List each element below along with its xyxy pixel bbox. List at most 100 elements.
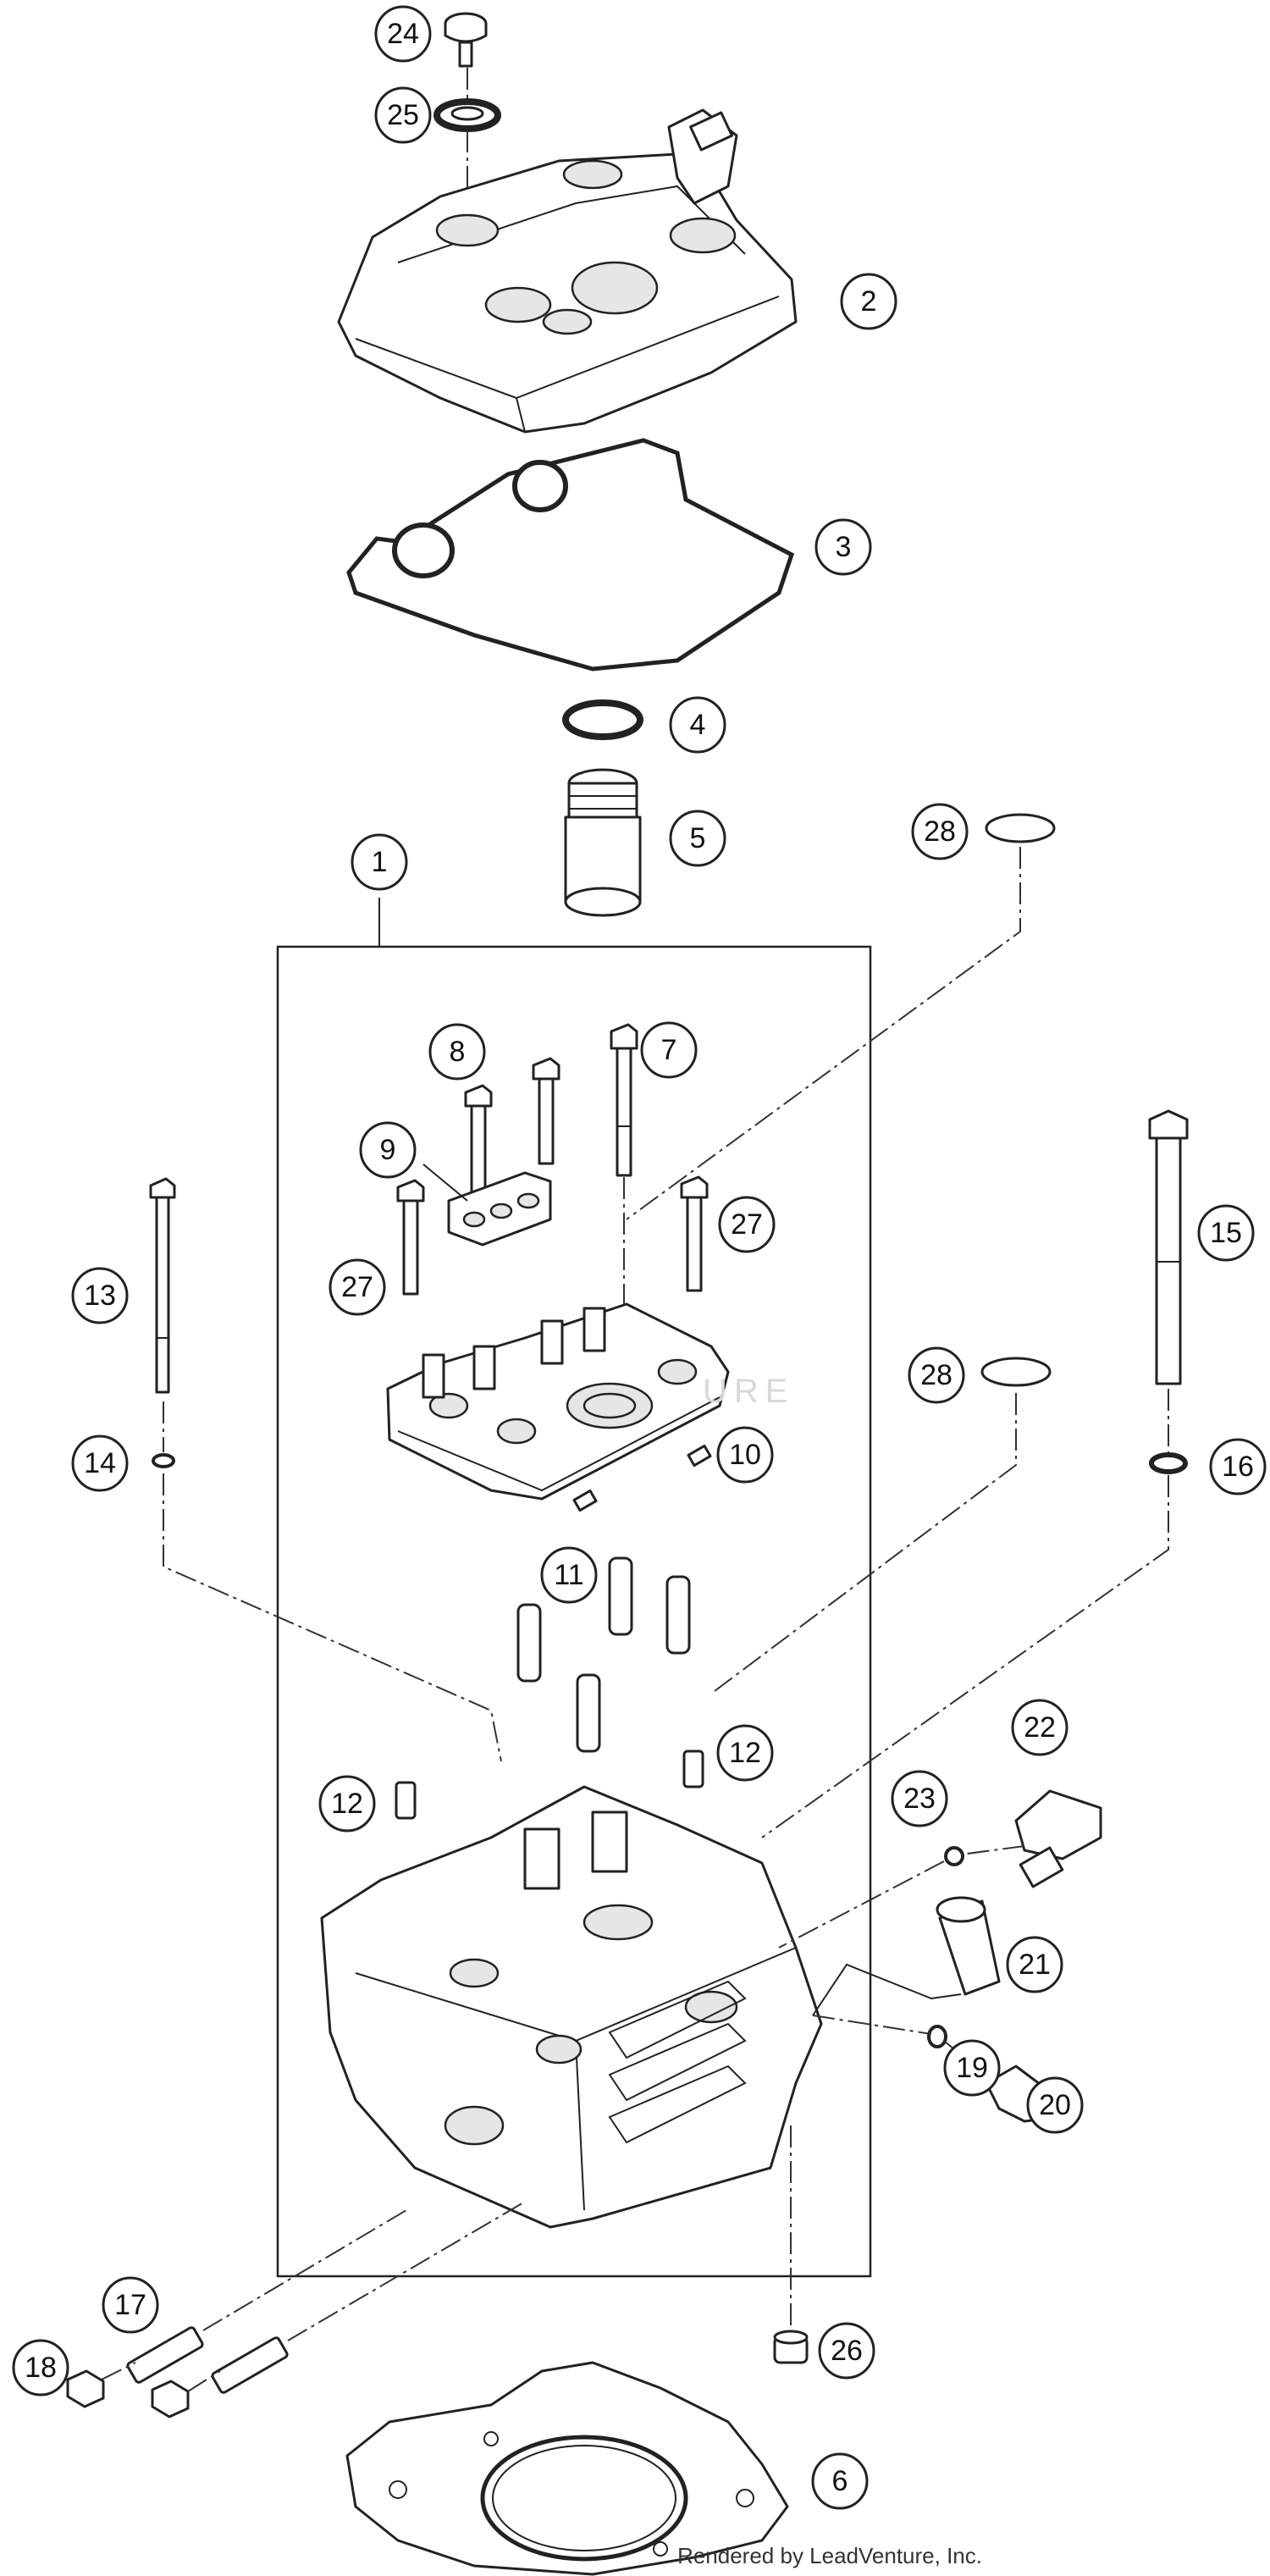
svg-text:5: 5 [690,822,706,854]
svg-text:22: 22 [1024,1711,1056,1744]
camshaft-carrier [386,1302,730,1501]
callout-6: 6 [811,2452,869,2510]
svg-text:28: 28 [924,815,956,848]
svg-text:11: 11 [554,1559,583,1591]
callout-19: 19 [943,2039,1001,2097]
svg-text:1: 1 [372,846,388,878]
callout-7: 7 [640,1021,698,1079]
svg-text:20: 20 [1039,2089,1071,2121]
part-28-o-ring-b [980,1357,1052,1387]
leader-18b [187,2370,221,2392]
part-14-washer [152,1453,175,1468]
leader-17b [287,2201,526,2341]
svg-text:9: 9 [380,1134,396,1166]
part-4-o-ring [562,699,643,740]
svg-text:12: 12 [729,1737,761,1769]
svg-text:21: 21 [1019,1949,1051,1981]
callout-14: 14 [71,1434,129,1492]
svg-text:2: 2 [861,285,877,318]
render-credit: Rendered by LeadVenture, Inc. [677,2543,982,2568]
leader-14 [163,1473,502,1762]
leader-28a [626,847,1021,1220]
part-27-bolt-b [680,1175,709,1292]
part-27-bolt-a [396,1179,425,1296]
callout-20: 20 [1026,2076,1084,2134]
svg-text:23: 23 [903,1783,936,1815]
cylinder-head [320,1785,823,2229]
part-3-cover-gasket [346,438,795,672]
part-13-bolt [149,1177,176,1394]
leader-28b [710,1393,1017,1694]
part-15-bolt [1148,1109,1189,1385]
callout-5: 5 [669,810,726,867]
part-2-valve-cover [337,108,798,434]
part-7-bolt [610,1023,638,1177]
callout-26: 26 [818,2322,875,2380]
svg-text:4: 4 [690,709,706,741]
part-11-valve-guides [516,1556,691,1753]
part-24-bolt [444,12,488,68]
svg-text:16: 16 [1222,1451,1254,1483]
callout-22: 22 [1011,1699,1068,1756]
svg-text:25: 25 [387,99,419,131]
svg-text:18: 18 [25,2352,57,2384]
svg-text:10: 10 [729,1439,761,1471]
part-19-washer [927,2025,947,2048]
part-9-bracket [447,1171,552,1247]
part-8-bolt-b [532,1057,560,1165]
svg-text:27: 27 [341,1271,373,1303]
svg-text:24: 24 [387,18,419,50]
part-5-sleeve [564,768,642,917]
svg-text:8: 8 [450,1036,466,1068]
svg-text:13: 13 [84,1280,116,1312]
leader-17a [202,2209,407,2331]
part-16-washer [1149,1452,1188,1474]
callout-23: 23 [891,1770,948,1827]
svg-text:17: 17 [114,2289,146,2321]
callout-18: 18 [12,2339,69,2396]
part-8-bolt-a [464,1084,493,1201]
part-25-washer [433,98,501,132]
part-6-head-gasket [345,2361,789,2576]
callout-2: 2 [840,273,897,330]
leader-19 [812,2015,932,2035]
svg-text:26: 26 [831,2335,863,2367]
callout-4: 4 [669,696,726,754]
part-28-o-ring-a [985,813,1056,843]
callout-25: 25 [374,86,432,144]
part-10-screw [572,1444,712,1512]
callout-28a: 28 [911,803,969,860]
leader-16 [761,1475,1169,1838]
callout-13: 13 [71,1267,129,1324]
callout-28b: 28 [908,1346,965,1404]
part-18-nuts [66,2369,190,2418]
leader-18a [101,2362,136,2380]
leader-9 [422,1164,468,1202]
callout-21: 21 [1006,1936,1063,1993]
callout-16: 16 [1209,1438,1267,1495]
part-12-dowels [395,1750,704,1820]
callout-24: 24 [374,5,432,63]
leader-23 [778,1860,945,1949]
callout-17: 17 [102,2276,159,2334]
svg-text:19: 19 [956,2052,988,2084]
svg-text:12: 12 [331,1788,363,1820]
callout-12b: 12 [716,1724,774,1782]
leader-22-23 [960,1845,1025,1855]
assembly-frame [276,945,872,2278]
callout-10: 10 [716,1426,774,1484]
callout-8: 8 [428,1023,486,1081]
svg-text:6: 6 [832,2465,848,2497]
part-22-sensor [1014,1789,1102,1888]
callout-27a: 27 [718,1196,776,1253]
part-21-sleeve [936,1896,1001,1996]
part-23-seal [944,1846,964,1866]
callout-12a: 12 [318,1775,376,1832]
watermark-text: URE [703,1373,794,1410]
svg-text:14: 14 [84,1447,116,1479]
callout-9: 9 [359,1121,417,1179]
part-26-plug [773,2330,809,2364]
callout-11: 11 [540,1546,598,1604]
svg-text:15: 15 [1210,1217,1242,1249]
